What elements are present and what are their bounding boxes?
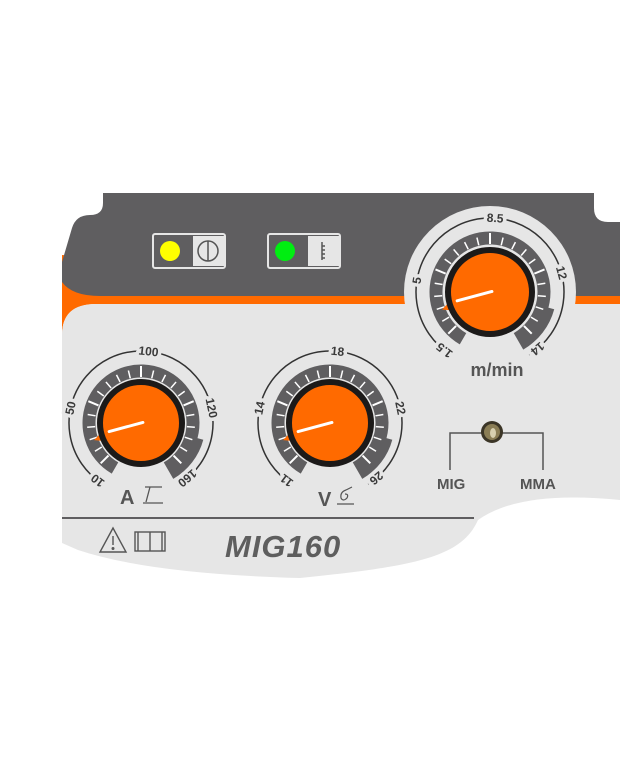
dial-tick <box>361 454 372 465</box>
dial-tick <box>533 268 545 275</box>
dial-scale-band <box>429 231 551 345</box>
dial-tick <box>96 390 105 397</box>
dial-tick <box>453 248 460 256</box>
model-name: MIG160 <box>225 529 341 564</box>
dial-scale-label: 8.5 <box>486 211 504 226</box>
dial-tick <box>373 436 382 441</box>
dial-tick <box>172 454 183 465</box>
dial-tick <box>500 237 504 246</box>
dial-tick <box>94 446 103 452</box>
dial-tick <box>316 370 320 379</box>
dial-tick <box>463 241 469 250</box>
dial-scale-band-wide <box>513 303 555 350</box>
dial-tick <box>435 268 447 275</box>
knob-pointer <box>296 420 334 434</box>
dial-tick <box>511 241 517 250</box>
dial-tick <box>161 374 167 383</box>
dial-tick <box>366 390 375 397</box>
dial-tick <box>372 400 384 407</box>
dial-tick <box>340 370 344 379</box>
dial-outer-arc <box>68 350 214 485</box>
dial-tick <box>359 381 366 389</box>
dial-tick <box>276 413 285 417</box>
dial-tick <box>186 413 195 417</box>
dial-tick <box>288 454 299 465</box>
dial-tick <box>530 316 539 322</box>
dial-tick <box>183 400 195 407</box>
dial-tick <box>523 325 533 335</box>
dial-scale-band-wide <box>352 434 393 479</box>
dial-tick <box>276 425 285 428</box>
dial-tick <box>151 370 155 379</box>
dial-scale-band-wide <box>163 434 204 479</box>
mig-torch-icon <box>143 486 163 504</box>
mode-switch[interactable] <box>449 421 544 470</box>
mode-mig-label: MIG <box>437 476 465 493</box>
dial-tick <box>87 400 99 407</box>
wire-speed-unit: m/min <box>470 360 523 380</box>
dial-tick <box>89 436 98 441</box>
dial-tick <box>476 237 480 246</box>
dial-tick <box>350 374 356 383</box>
dial-tick <box>436 306 445 311</box>
dial-tick <box>179 446 188 452</box>
dial-tick <box>177 390 186 397</box>
dial-tick <box>528 258 536 265</box>
dial-outer-arc <box>257 350 403 485</box>
manual-book-icon <box>134 531 166 552</box>
dial-tick <box>441 316 450 322</box>
dial-outer-arc <box>415 217 565 356</box>
dial-tick <box>447 325 457 335</box>
dial-scale-band <box>82 364 200 474</box>
dial-tick <box>115 374 121 383</box>
dial-tick <box>537 282 546 286</box>
thermal-indicator <box>267 233 341 269</box>
power-led <box>160 241 180 261</box>
dial-tick <box>444 258 452 265</box>
power-indicator <box>152 233 226 269</box>
dial-tick <box>294 381 301 389</box>
dial-tick <box>434 295 443 298</box>
dial-tick <box>170 381 177 389</box>
dial-tick <box>285 390 294 397</box>
dial-tick <box>184 436 193 441</box>
power-symbol-icon <box>197 240 219 262</box>
dial-tick <box>535 306 544 311</box>
dial-tick <box>520 248 527 256</box>
dial-tick <box>278 436 287 441</box>
knob-pointer <box>107 420 145 434</box>
dial-tick <box>105 381 112 389</box>
dial-tick <box>375 413 384 417</box>
warning-triangle-icon <box>98 526 128 553</box>
dial-tick <box>368 446 377 452</box>
dial-scale-label: 18 <box>330 344 345 359</box>
dial-tick <box>186 425 195 428</box>
voltage-unit: V <box>318 489 332 511</box>
electrode-icon <box>337 486 354 505</box>
dial-tick <box>434 282 443 286</box>
thermometer-icon <box>321 242 325 260</box>
dial-tick <box>87 413 96 417</box>
mode-mma-label: MMA <box>520 476 556 493</box>
knob-pointer <box>455 289 494 303</box>
dial-tick <box>283 446 292 452</box>
dial-tick <box>276 400 288 407</box>
dial-scale-band <box>271 364 389 474</box>
thermal-led <box>275 241 295 261</box>
dial-tick <box>99 454 110 465</box>
dial-tick <box>87 425 96 428</box>
current-unit: A <box>120 487 134 509</box>
dial-tick <box>375 425 384 428</box>
dial-tick <box>537 295 546 298</box>
dial-tick <box>127 370 131 379</box>
dial-scale-label: 100 <box>138 343 160 359</box>
dial-tick <box>304 374 310 383</box>
